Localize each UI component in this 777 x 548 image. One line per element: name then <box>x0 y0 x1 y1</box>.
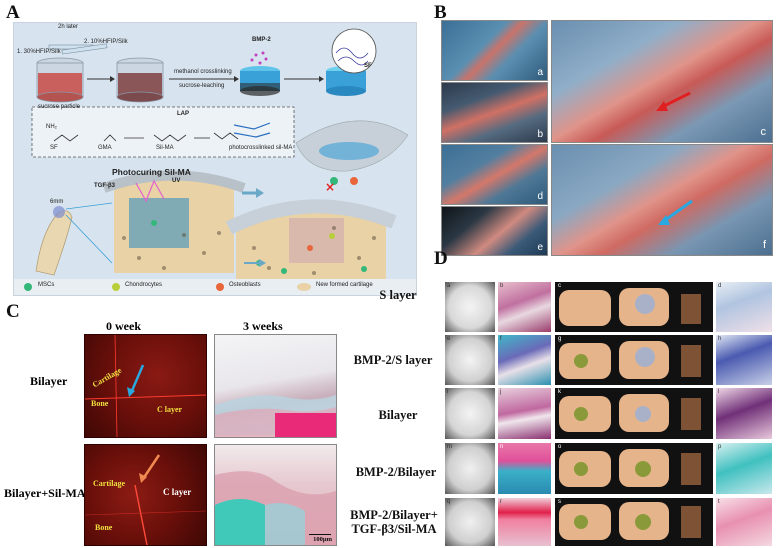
c-scale-label: 100μm <box>313 536 332 543</box>
c-label-clayer-1: C layer <box>163 487 192 497</box>
c-scale-bar <box>309 533 331 535</box>
label-lap: LAP <box>177 111 189 117</box>
d-row-label-1: BMP-2/S layer <box>353 353 433 367</box>
photo-b-d: d <box>441 144 548 205</box>
legend-new-cartilage: New formed cartilage <box>316 282 373 288</box>
photo-b-e: e <box>441 206 548 256</box>
d-tile-histo-4: r <box>498 498 551 546</box>
label-step1: 1. 30%HFIP/Silk <box>17 49 61 55</box>
d-tile-gross-0: a <box>445 282 495 332</box>
label-photocuring: Photocuring Sil-MA <box>112 167 191 177</box>
d-tile-stain-0: d <box>716 282 772 332</box>
arrow-c-svg <box>656 91 691 111</box>
d-row-label-2: Bilayer <box>378 408 418 422</box>
label-gma: GMA <box>98 145 112 151</box>
d-tile-ct-0: c <box>555 282 713 332</box>
d-tile-ct-2-svg <box>559 394 701 432</box>
d-tile-ct-4-svg <box>559 502 701 540</box>
d-tile-gross-1: e <box>445 335 495 385</box>
c-fluor-0w-bilayer: Cartilage Bone C layer <box>84 334 207 438</box>
d-tile-ct-3: o <box>555 443 713 494</box>
svg-text:×: × <box>325 180 335 194</box>
d-tile-stain-1: h <box>716 335 772 385</box>
d-tile-gross-3: m <box>445 443 495 494</box>
label-6mm: 6mm <box>50 199 64 205</box>
photo-b-a: a <box>441 20 548 81</box>
label-sf-zoom: SF <box>364 63 372 69</box>
label-bmp2: BMP-2 <box>252 37 271 43</box>
d-row-label-4: BMP-2/Bilayer+ TGF-β3/Sil-MA <box>350 508 438 536</box>
c-col-header-0: 0 week <box>106 319 141 333</box>
d-tile-gross-4: q <box>445 498 495 546</box>
label-tgf: TGF-β3 <box>94 183 115 189</box>
d-tile-stain-4: t <box>716 498 772 546</box>
panel-b-letter: B <box>434 2 447 23</box>
label-2h-later: 2h later <box>58 24 79 30</box>
d-tile-stain-3: p <box>716 443 772 494</box>
label-sf: SF <box>50 145 58 151</box>
label-nh2: NH₂ <box>46 124 57 130</box>
legend-chondrocytes: Chondrocytes <box>125 282 163 288</box>
d-tile-histo-3: n <box>498 443 551 494</box>
c-row-label-0: Bilayer <box>30 374 68 388</box>
d-tile-ct-0-svg <box>559 288 701 326</box>
c-label-bone-0: Bone <box>91 399 109 408</box>
sub-b-d: d <box>537 191 543 202</box>
d-row-label-3: BMP-2/Bilayer <box>355 465 437 479</box>
d-tile-ct-3-svg <box>559 449 701 487</box>
label-silma: Sil-MA <box>156 145 174 151</box>
d-tile-ct-1-svg <box>559 341 701 379</box>
label-sucrose-particle: sucrose particle <box>38 104 81 110</box>
sub-b-c: c <box>760 126 767 138</box>
d-tile-ct-4: s <box>555 498 713 546</box>
sub-b-a: a <box>537 67 543 78</box>
c-histo-3w-silma-svg <box>215 471 336 545</box>
label-photocrosslinked: photocrosslinked sil-MA <box>229 145 293 151</box>
sub-b-e: e <box>537 242 543 253</box>
photo-b-f: f <box>551 144 773 256</box>
photo-b-c: c <box>551 20 773 143</box>
c-fluor-0w-bilayer-svg <box>85 335 206 437</box>
c-fluor-0w-silma: Cartilage Bone C layer <box>84 444 207 546</box>
panel-a-figure: × 2h later 1. 30%HFIP/Silk 2. 10%HFIP/Si… <box>13 22 417 296</box>
photo-b-b: b <box>441 82 548 143</box>
c-histo-3w-bilayer <box>214 334 337 438</box>
cylinder-silk <box>116 57 164 103</box>
label-step2: 2. 10%HFIP/Silk <box>84 39 128 45</box>
sub-b-f: f <box>762 239 766 251</box>
d-tile-histo-2: j <box>498 388 551 439</box>
c-histo-3w-silma: 100μm <box>214 444 337 546</box>
d-tile-ct-2: k <box>555 388 713 439</box>
legend-mscs: MSCs <box>38 282 55 288</box>
d-row-label-0: S layer <box>379 288 417 302</box>
d-tile-histo-1: f <box>498 335 551 385</box>
c-row-label-1: Bilayer+Sil-MA <box>4 486 86 500</box>
c-histo-3w-bilayer-svg <box>215 395 336 437</box>
d-tile-histo-0: b <box>498 282 551 332</box>
panel-c-letter: C <box>6 301 20 322</box>
label-uv: UV <box>172 178 181 184</box>
c-label-bone-1: Bone <box>95 523 113 532</box>
sub-b-b: b <box>537 129 543 140</box>
d-tile-stain-2: l <box>716 388 772 439</box>
d-tile-ct-1: g <box>555 335 713 385</box>
panel-a-svg: × <box>14 28 416 295</box>
label-methanol: methanol crosslinking <box>174 69 232 75</box>
c-label-clayer-0: C layer <box>157 405 183 414</box>
panel-d-letter: D <box>434 248 448 269</box>
panel-a-letter: A <box>6 2 20 23</box>
legend-osteoblasts: Osteoblasts <box>229 282 261 288</box>
c-col-header-1: 3 weeks <box>243 319 283 333</box>
d-tile-gross-2: i <box>445 388 495 439</box>
c-label-cartilage-1: Cartilage <box>93 479 125 488</box>
arrow-f-svg <box>658 199 693 225</box>
cylinder-sucrose <box>36 57 84 103</box>
label-sucrose-leaching: sucrose-leaching <box>179 83 225 89</box>
c-fluor-0w-silma-svg <box>85 454 206 545</box>
